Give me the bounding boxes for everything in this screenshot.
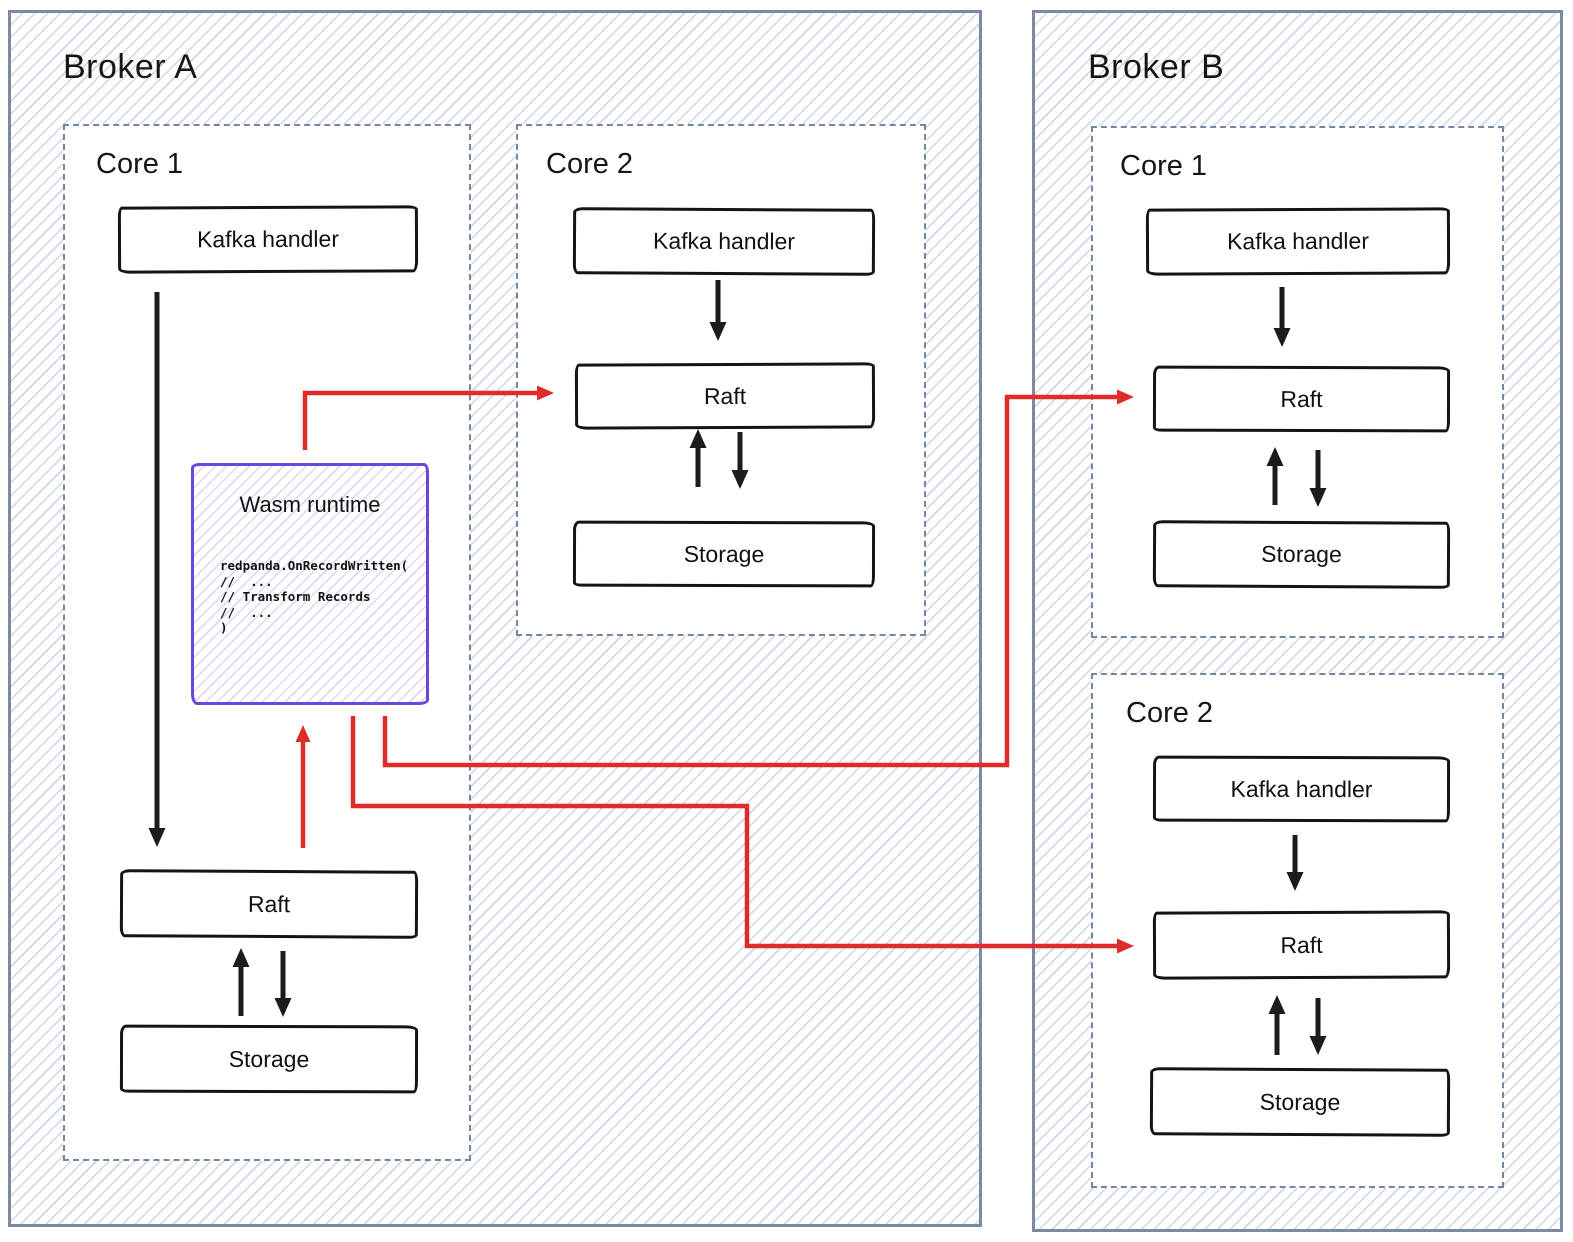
broker-a-core-2: Core 2 Kafka handler Raft Storage bbox=[516, 124, 926, 636]
node-kafka-handler-label: Kafka handler bbox=[1230, 775, 1373, 802]
node-storage-label: Storage bbox=[1261, 540, 1342, 568]
broker-b-core-1-label: Core 1 bbox=[1120, 150, 1208, 182]
broker-b-label: Broker B bbox=[1088, 48, 1225, 86]
broker-b-core-1: Core 1 Kafka handler Raft Storage bbox=[1091, 126, 1504, 638]
node-raft-label: Raft bbox=[1280, 385, 1323, 412]
node-storage: Storage bbox=[572, 520, 876, 588]
wasm-code-line: // ... bbox=[220, 604, 273, 620]
node-kafka-handler: Kafka handler bbox=[572, 207, 876, 276]
wasm-code-line: ) bbox=[220, 620, 228, 635]
broker-a-core-1-label: Core 1 bbox=[96, 148, 184, 180]
node-raft-label: Raft bbox=[703, 382, 747, 409]
node-kafka-handler-label: Kafka handler bbox=[196, 225, 340, 253]
node-kafka-handler: Kafka handler bbox=[1145, 207, 1451, 276]
node-storage: Storage bbox=[1149, 1067, 1451, 1137]
wasm-code-line: // ... bbox=[220, 573, 273, 589]
node-raft-label: Raft bbox=[247, 890, 291, 917]
wasm-runtime-box: Wasm runtime redpanda.OnRecordWritten( /… bbox=[191, 463, 429, 705]
broker-b-core-2: Core 2 Kafka handler Raft Storage bbox=[1091, 673, 1504, 1188]
node-kafka-handler: Kafka handler bbox=[117, 205, 419, 274]
node-kafka-handler-label: Kafka handler bbox=[652, 227, 796, 255]
broker-a-label: Broker A bbox=[63, 48, 198, 86]
node-storage: Storage bbox=[1152, 520, 1451, 589]
broker-b-core-2-label: Core 2 bbox=[1126, 697, 1214, 729]
node-raft: Raft bbox=[1152, 365, 1451, 433]
node-raft: Raft bbox=[119, 869, 419, 939]
node-storage-label: Storage bbox=[228, 1045, 310, 1072]
wasm-code-line: // Transform Records bbox=[220, 589, 371, 604]
wasm-code-snippet: redpanda.OnRecordWritten( // ... // Tran… bbox=[220, 558, 420, 636]
node-raft: Raft bbox=[1152, 910, 1451, 980]
broker-a-container: Broker A Core 1 Kafka handler Wasm runti… bbox=[8, 10, 982, 1227]
wasm-runtime-title: Wasm runtime bbox=[239, 492, 381, 517]
node-raft: Raft bbox=[574, 362, 876, 430]
node-raft-label: Raft bbox=[1280, 931, 1323, 958]
node-storage-label: Storage bbox=[1259, 1088, 1341, 1115]
node-storage: Storage bbox=[119, 1024, 419, 1094]
node-kafka-handler-label: Kafka handler bbox=[1226, 227, 1370, 255]
broker-a-core-2-label: Core 2 bbox=[546, 148, 634, 180]
broker-b-container: Broker B Core 1 Kafka handler Raft Stora… bbox=[1032, 10, 1563, 1232]
broker-a-core-1: Core 1 Kafka handler Wasm runtime redpan… bbox=[63, 124, 471, 1161]
node-storage-label: Storage bbox=[683, 540, 765, 567]
wasm-code-line: redpanda.OnRecordWritten( bbox=[220, 558, 409, 573]
node-kafka-handler: Kafka handler bbox=[1152, 755, 1451, 823]
